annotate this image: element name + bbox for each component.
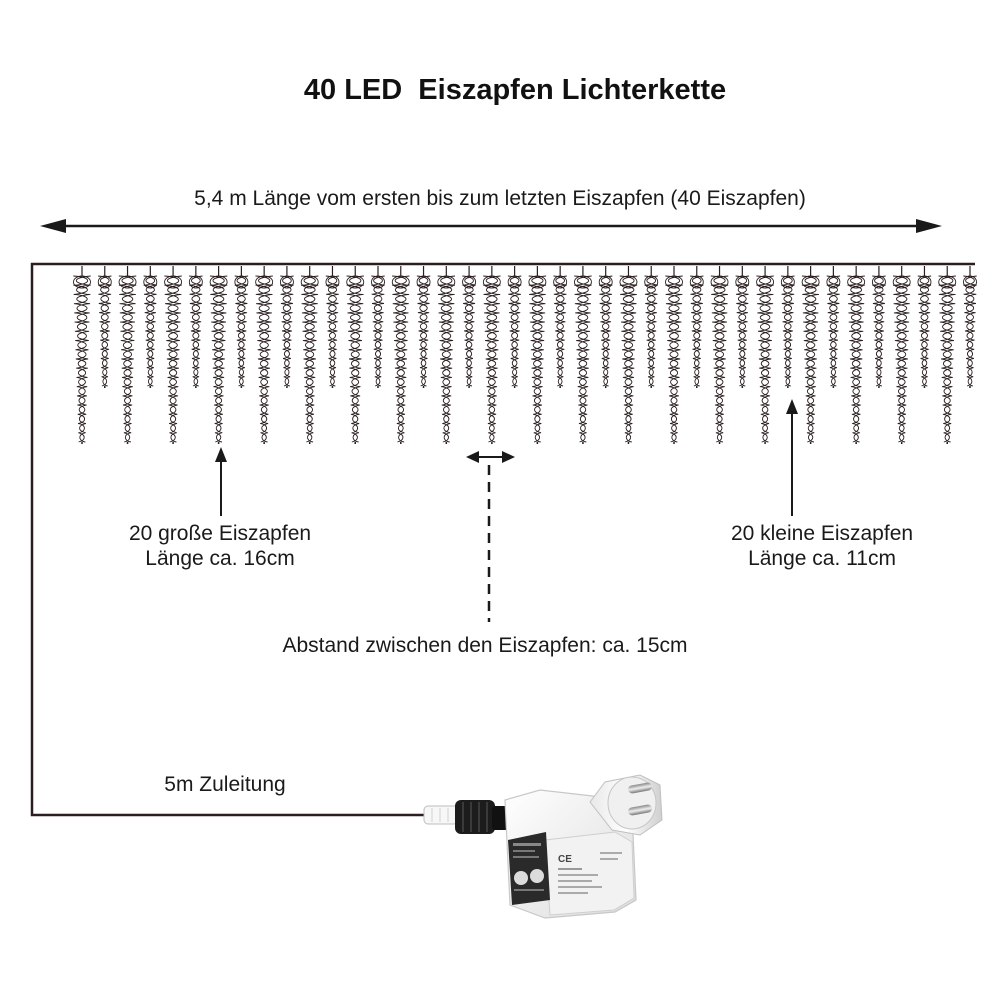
small-icicle (279, 266, 294, 388)
length-label: 5,4 m Länge vom ersten bis zum letzten E… (194, 187, 806, 210)
small-icicle (871, 266, 886, 388)
power-adapter: CE (423, 774, 663, 919)
adapter-label-panel (508, 832, 550, 905)
lead-cable-label: 5m Zuleitung (164, 773, 286, 796)
cable (30, 262, 975, 817)
large-icicle (118, 266, 137, 444)
small-icicle (97, 266, 112, 388)
large-icicle (437, 266, 456, 444)
small-icicle (371, 266, 385, 388)
small-icicle (689, 266, 704, 388)
small-icicle (234, 266, 249, 388)
large-icicle (482, 266, 501, 444)
large-icicle (619, 266, 638, 444)
icicle-row (73, 266, 977, 444)
certification-marks-icon: CE (558, 852, 622, 894)
large-icicles-length: Länge ca. 16cm (145, 547, 295, 570)
large-icicle (710, 266, 729, 444)
large-icicle (255, 266, 274, 444)
spacing-label: Abstand zwischen den Eiszapfen: ca. 15cm (282, 634, 688, 657)
large-icicle (573, 266, 592, 444)
large-icicle (847, 266, 866, 444)
small-icicle (644, 266, 659, 388)
small-icicle (598, 266, 613, 388)
page-title: 40 LED Eiszapfen Lichterkette (303, 74, 727, 106)
small-icicle (735, 266, 750, 388)
large-icicle (665, 266, 683, 444)
small-icicle (325, 266, 340, 388)
small-icicle (826, 266, 841, 388)
large-icicle (801, 266, 820, 444)
large-icicle (391, 266, 410, 444)
large-icicles-label: 20 große Eiszapfen Länge ca. 16cm (60, 521, 380, 571)
large-icicle (756, 266, 775, 444)
large-icicle (528, 266, 547, 444)
large-icicle (164, 266, 183, 444)
plug-icon (589, 774, 663, 836)
small-icicle (553, 266, 568, 388)
length-dimension-arrow (40, 219, 942, 233)
small-icicle (780, 266, 795, 388)
large-icicle (300, 266, 319, 444)
large-icicle (892, 266, 911, 444)
small-icicle (416, 266, 431, 388)
small-icicle (507, 266, 522, 388)
large-icicle (346, 266, 365, 444)
small-icicle (917, 266, 932, 388)
small-icicles-length: Länge ca. 11cm (748, 547, 896, 570)
spacing-indicator-arrow (466, 451, 515, 622)
large-icicles-count: 20 große Eiszapfen (128, 522, 312, 545)
large-icicle (209, 266, 228, 444)
large-icicle (73, 266, 91, 444)
large-icicle (938, 266, 957, 444)
small-icicle (462, 266, 477, 388)
svg-text:CE: CE (558, 854, 572, 865)
small-icicle (143, 266, 158, 388)
small-icicle (188, 266, 203, 388)
small-icicle (963, 266, 977, 388)
small-icicles-count: 20 kleine Eiszapfen (730, 522, 914, 545)
small-icicles-label: 20 kleine Eiszapfen Länge ca. 11cm (662, 521, 982, 571)
small-icicle-pointer-arrow (786, 399, 798, 516)
large-icicle-pointer-arrow (215, 447, 227, 516)
